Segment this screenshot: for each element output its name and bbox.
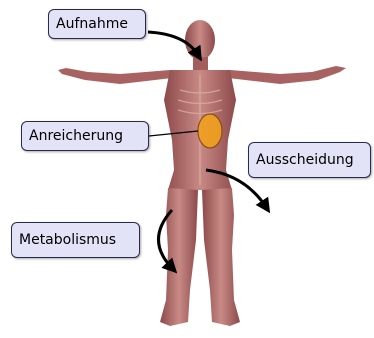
label-aufnahme: Aufnahme [48, 9, 146, 39]
right-leg-shape [202, 188, 240, 326]
left-arm-shape [58, 68, 172, 84]
head-shape [185, 20, 215, 60]
organ-highlight [198, 114, 222, 148]
label-anreicherung: Anreicherung [21, 121, 149, 151]
left-leg-shape [160, 188, 198, 326]
label-ausscheidung: Ausscheidung [248, 142, 371, 178]
label-metabolismus: Metabolismus [11, 222, 140, 258]
right-arm-shape [228, 66, 346, 84]
neck-shape [193, 57, 208, 71]
